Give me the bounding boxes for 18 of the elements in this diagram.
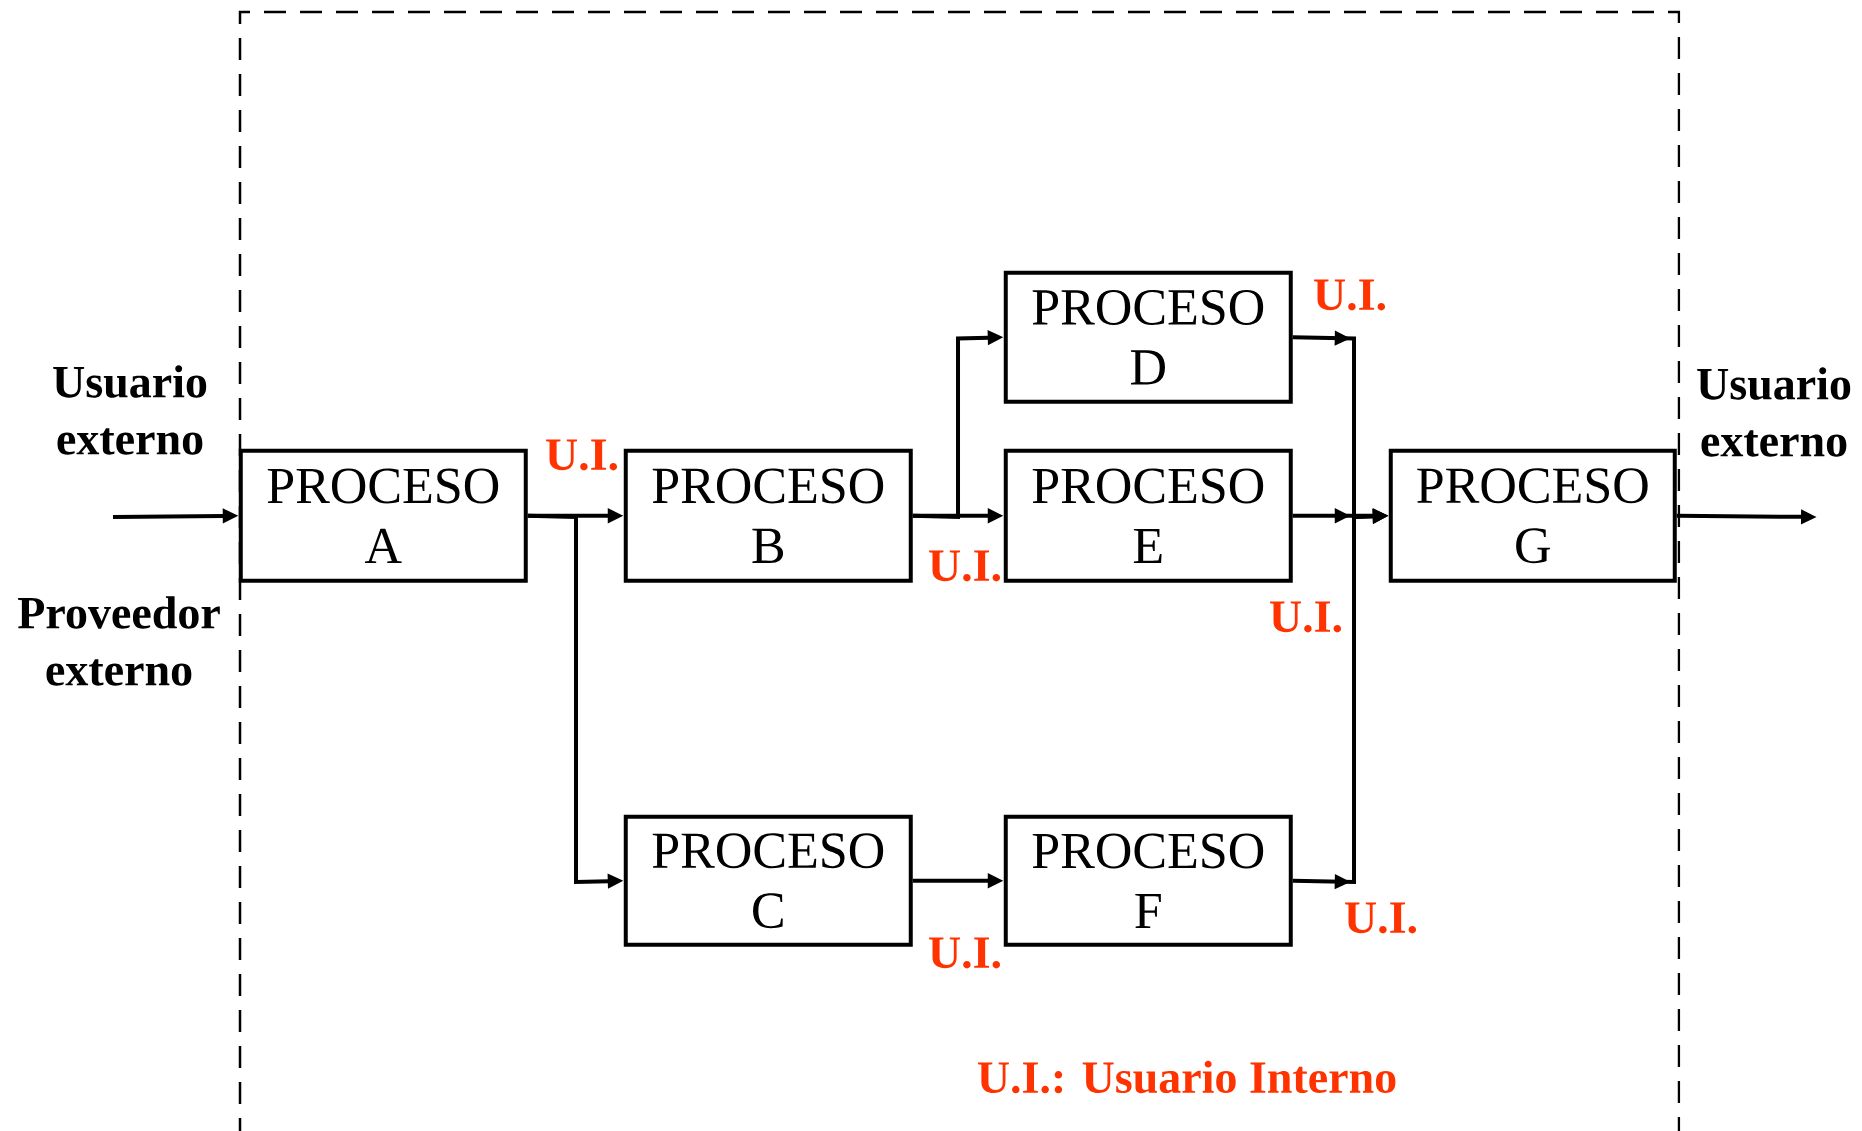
process-box: PROCESO G xyxy=(1388,448,1677,583)
external-party-label: Usuario externo xyxy=(1697,367,1851,457)
ui-label: U.I. xyxy=(1345,902,1417,934)
boundary-box xyxy=(238,10,1681,1131)
ui-label: U.I. xyxy=(1270,601,1342,633)
external-party-label: Usuario externo xyxy=(53,365,207,455)
ui-label: U.I. xyxy=(929,550,1001,582)
process-box: PROCESO D xyxy=(1003,270,1293,404)
note: U.I.: Usuario Interno xyxy=(977,1060,1396,1094)
process-box: PROCESO A xyxy=(238,448,528,583)
ui-label: U.I. xyxy=(929,937,1001,969)
ui-label: U.I. xyxy=(1314,279,1386,311)
external-party-label: Proveedor externo xyxy=(18,596,220,686)
ui-label: U.I. xyxy=(546,439,618,471)
process-box: PROCESO B xyxy=(623,448,913,583)
process-box: PROCESO F xyxy=(1003,814,1293,947)
process-box: PROCESO E xyxy=(1003,448,1293,583)
process-box: PROCESO C xyxy=(623,814,913,947)
